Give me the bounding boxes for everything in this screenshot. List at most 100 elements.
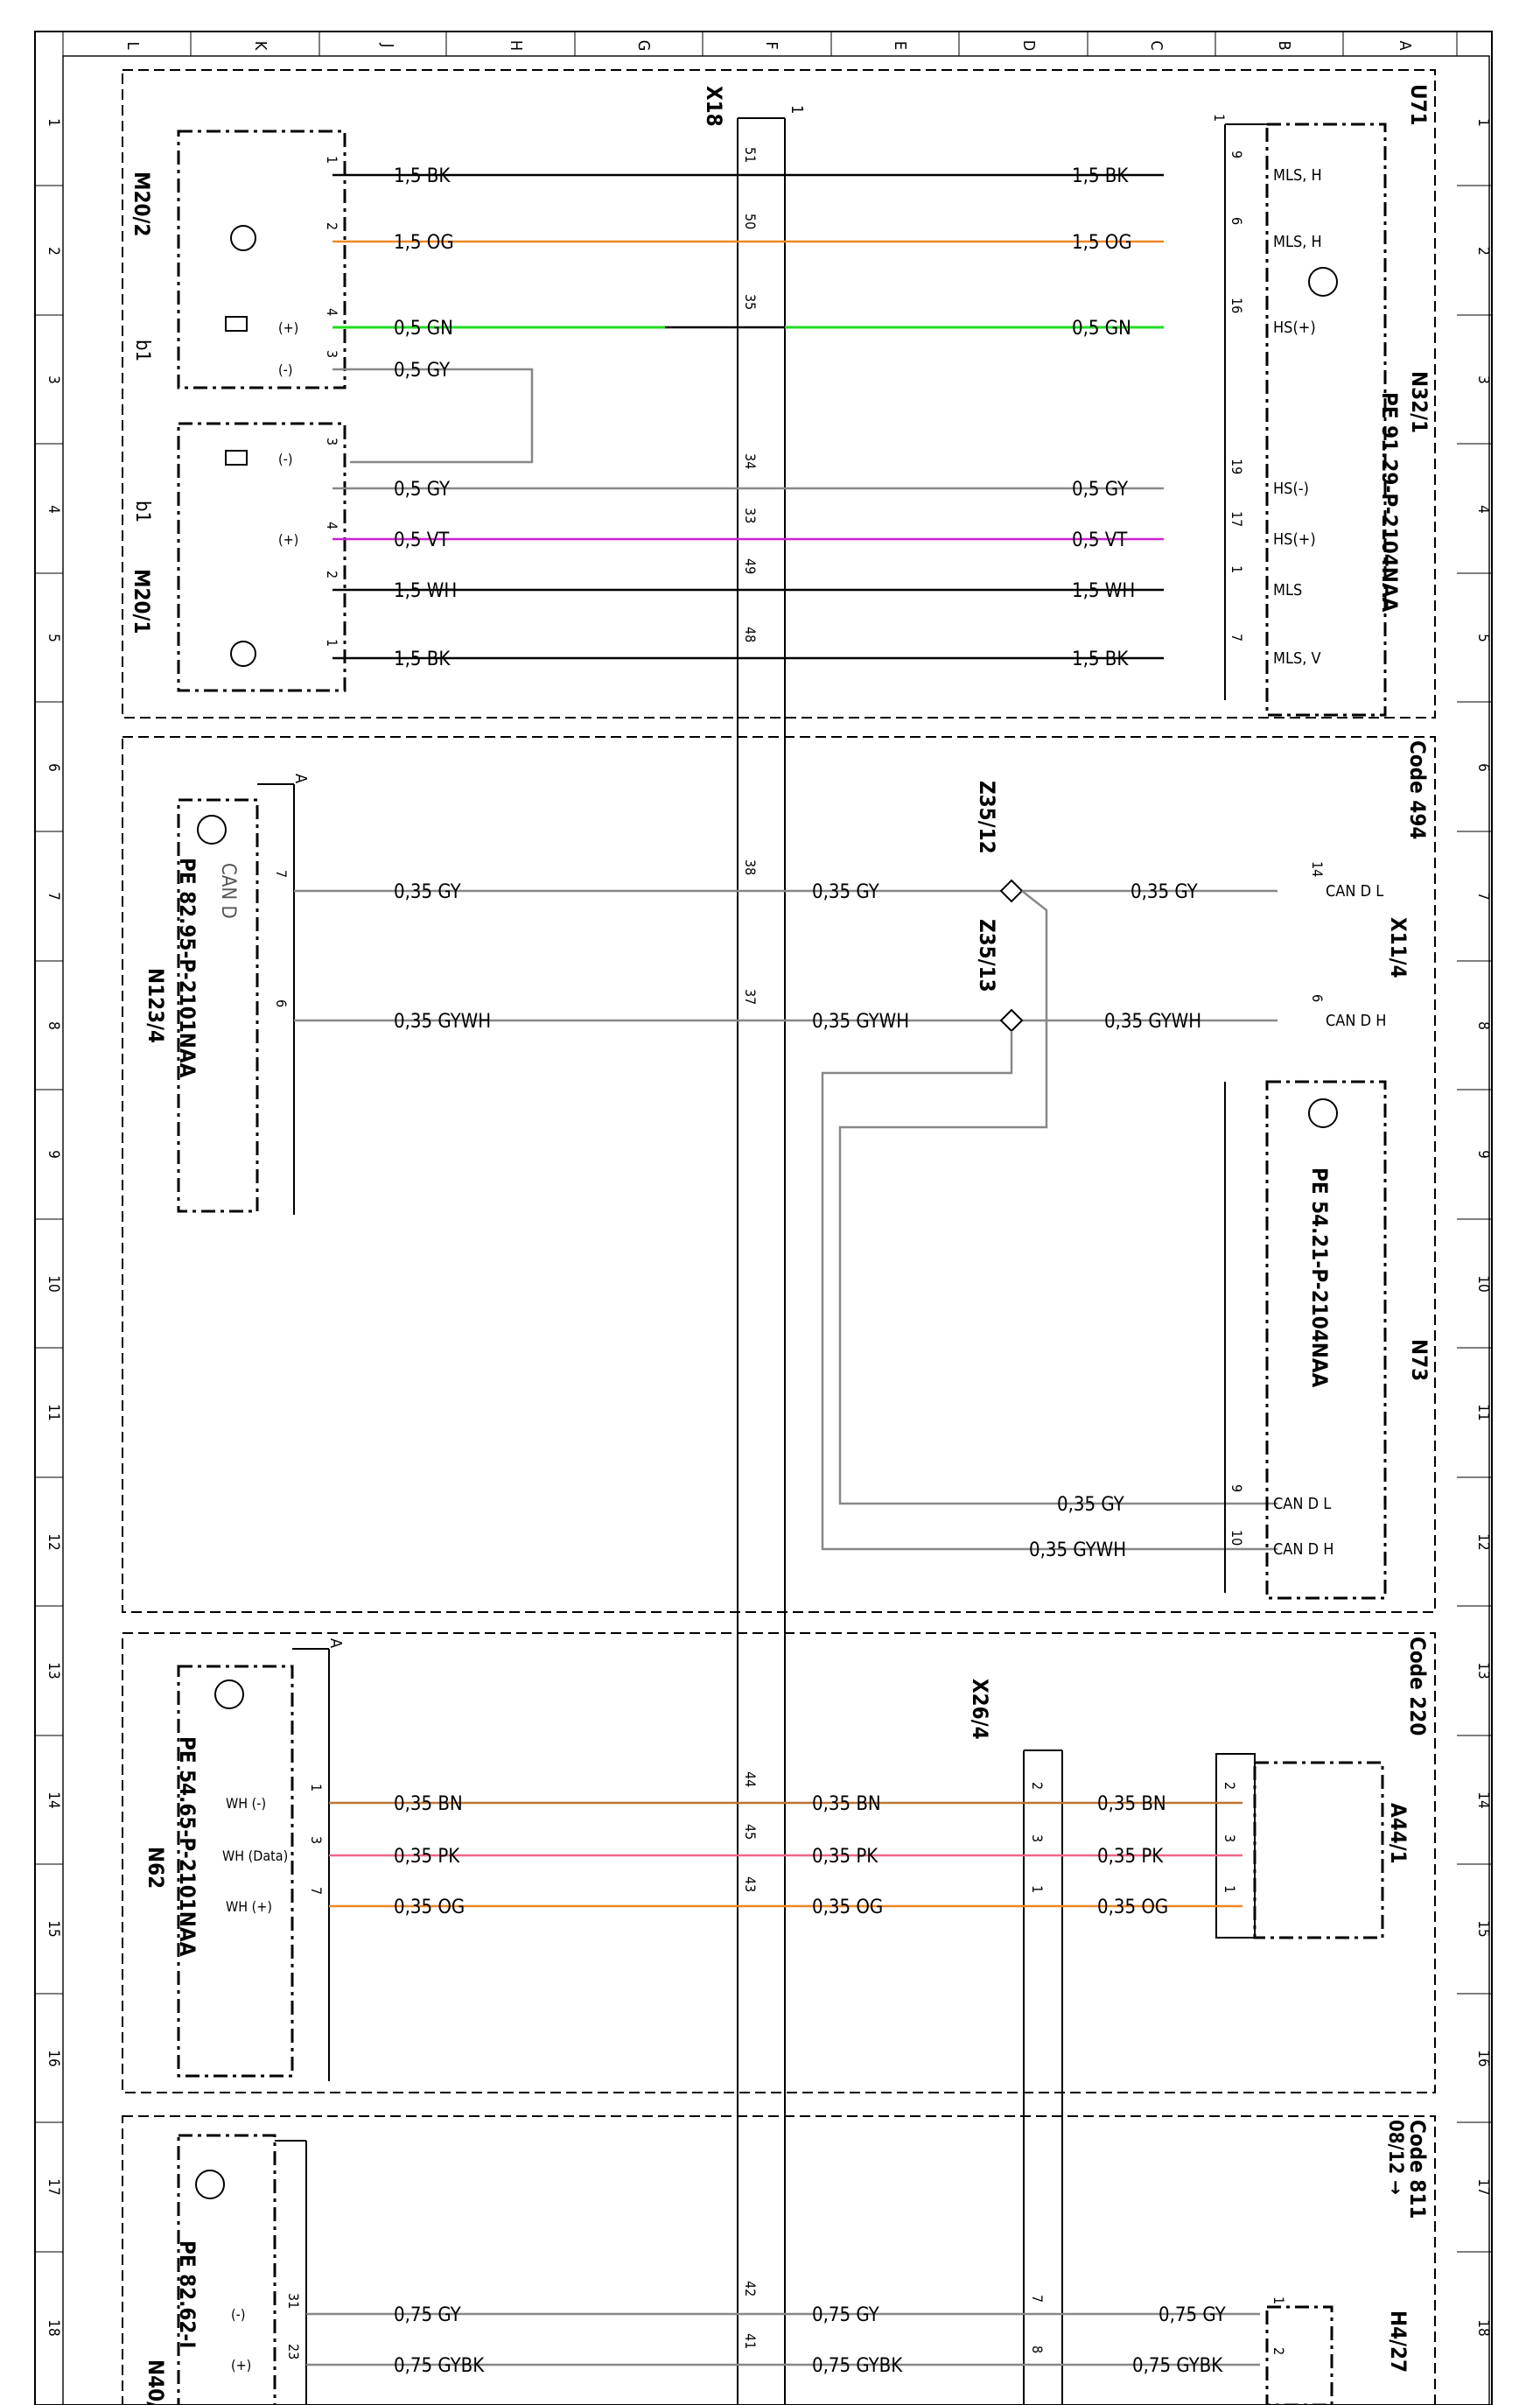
col-label: H: [507, 40, 525, 51]
signal-label: CAN D L: [1273, 1495, 1331, 1513]
transistor-icon: [1308, 1098, 1338, 1128]
wire-label: 0,35 GYWH: [1029, 1539, 1126, 1561]
signal-label: MLS, H: [1273, 166, 1322, 185]
transistor-icon: [214, 1679, 244, 1709]
h4-27-label: H4/27: [1386, 2310, 1410, 2373]
pin-label: 1: [1270, 2296, 1287, 2304]
wire-label: 0,35 GYWH: [812, 1011, 909, 1033]
pin-label: 10: [1228, 1530, 1245, 1546]
pin-label: 31: [285, 2293, 302, 2309]
splice-icon: [999, 879, 1024, 903]
wire-label: 1,5 BK: [394, 165, 451, 187]
wire-label: 0,35 GY: [394, 881, 462, 903]
row-label: 10: [1474, 1275, 1492, 1292]
pin-label: 1: [1228, 565, 1245, 573]
wire-label: 0,5 GN: [394, 318, 453, 340]
wire-label: 0,5 GY: [394, 479, 451, 501]
polarity-label: (-): [278, 451, 292, 467]
signal-label: CAN D H: [1326, 1012, 1386, 1030]
wire-label: 0,75 GY: [812, 2304, 880, 2326]
a44-1-label: A44/1: [1386, 1803, 1410, 1864]
wire-label: 0,35 OG: [812, 1897, 883, 1918]
pin-label: 3: [308, 1836, 325, 1844]
pin-label: 9: [1228, 151, 1245, 158]
row-label: 14: [45, 1791, 62, 1808]
n73-module: N73 PE 54.21-P-2104NAA 0,35 GY 0,35 GYWH…: [1029, 1080, 1432, 1600]
section4-n40: Code 811 08/12 → H4/27 N40/ PE 82.62-I 0…: [144, 2120, 1430, 2405]
x18-pin-one: 1: [788, 105, 806, 114]
n73-label: N73: [1407, 1339, 1432, 1381]
n40-ref: PE 82.62-I: [175, 2240, 200, 2348]
row-label: 9: [45, 1150, 62, 1159]
pin-label: 7: [273, 870, 290, 878]
pin-label: 4: [324, 522, 340, 529]
n123-4-ref: PE 82.95-P-2101NAA: [175, 858, 200, 1078]
section2-can: Code 494 X11/4 Z35/12 Z35/13 A N123/4 PE…: [144, 740, 1430, 1551]
sensor-icon: [225, 450, 248, 466]
wire-label: 0,75 GY: [1158, 2304, 1227, 2326]
row-label: 8: [45, 1021, 62, 1030]
row-label: 10: [45, 1275, 62, 1292]
inner-frame: [62, 55, 1490, 2405]
outer-frame: [34, 31, 1493, 2405]
signal-label: HS(-): [1273, 480, 1309, 498]
motor-icon: [230, 225, 256, 251]
pin-label: 51: [742, 147, 759, 163]
pin-label: 3: [324, 350, 340, 358]
pin-label: 43: [742, 1876, 759, 1892]
pin-label: 2: [1222, 1782, 1238, 1790]
row-label: 6: [1474, 763, 1492, 772]
row-label: 13: [45, 1662, 62, 1679]
col-label: J: [378, 43, 396, 48]
row-label: 4: [1474, 505, 1492, 514]
polarity-label: (-): [278, 361, 292, 378]
row-label: 8: [1474, 1021, 1492, 1030]
pin-label: 6: [1228, 217, 1245, 225]
pin-label: 38: [742, 859, 759, 875]
b1-label: b1: [131, 501, 153, 522]
pin-label: 45: [742, 1824, 759, 1840]
pin-label: 4: [324, 308, 340, 316]
splice-icon: [999, 1008, 1024, 1033]
wire-label: 0,5 GY: [394, 360, 451, 382]
row-label: 15: [1474, 1920, 1492, 1937]
pin-label: 33: [742, 508, 759, 523]
polarity-label: (+): [278, 319, 298, 336]
col-label: G: [634, 40, 653, 52]
wire-label: 0,35 BN: [812, 1793, 881, 1815]
wire-label: 0,75 GYBK: [1132, 2355, 1223, 2377]
row-label: 18: [1474, 2319, 1492, 2336]
wire-label: 1,5 OG: [1072, 232, 1132, 254]
wire-label: 0,75 GY: [394, 2304, 462, 2326]
row-label: 17: [1474, 2178, 1492, 2195]
x18-label: X18: [702, 86, 726, 127]
n73-ref: PE 54.21-P-2104NAA: [1307, 1167, 1332, 1388]
row-label: 12: [45, 1533, 62, 1550]
pin-label: 2: [324, 222, 340, 230]
code-220-label: Code 220: [1405, 1637, 1430, 1735]
pin-label: 50: [742, 214, 759, 229]
n32-1-module: U71 N32/1 PE 91.29-P-2104NAA 1: [1211, 84, 1432, 717]
pin-label: 37: [742, 989, 759, 1005]
wire-label: 1,5 WH: [1072, 580, 1135, 602]
row-label: 9: [1474, 1150, 1492, 1159]
transistor-icon: [197, 815, 227, 845]
wire-label: 0,35 OG: [394, 1897, 465, 1918]
pin-label: 1: [308, 1784, 325, 1791]
row-label: 5: [1474, 634, 1492, 642]
row-label: 16: [1474, 2050, 1492, 2066]
col-label: L: [123, 41, 142, 49]
a-label: A: [326, 1638, 345, 1648]
pin-label: 34: [742, 453, 759, 469]
col-label: C: [1147, 40, 1166, 50]
pin-label: 41: [742, 2333, 759, 2349]
col-label: F: [762, 41, 780, 49]
n62-ref: PE 54.65-P-2101NAA: [175, 1736, 200, 1957]
x18-connector: X18 1: [702, 86, 806, 2405]
section1-wires: 1,5 BK 1,5 BK 51 9 MLS, H 1,5 OG 1,5 OG …: [278, 147, 1322, 670]
z35-13-label: Z35/13: [975, 919, 999, 992]
pin-label: 19: [1228, 459, 1245, 474]
wire-label: 0,35 GYWH: [1104, 1011, 1201, 1033]
col-label: E: [891, 41, 909, 50]
